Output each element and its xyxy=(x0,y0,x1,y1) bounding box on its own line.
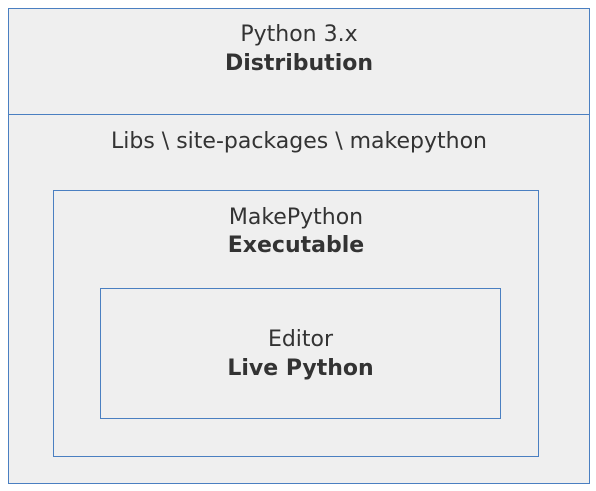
makepython-subtitle: Executable xyxy=(227,233,365,258)
libs-path-label: Libs \ site-packages \ makepython xyxy=(111,129,487,154)
distribution-title: Python 3.x xyxy=(240,22,358,47)
makepython-title: MakePython xyxy=(228,205,364,230)
editor-subtitle: Live Python xyxy=(227,356,374,381)
editor-live-python-box: Editor Live Python xyxy=(100,288,501,419)
distribution-subtitle: Distribution xyxy=(224,51,374,76)
section-divider xyxy=(8,114,590,115)
editor-title: Editor xyxy=(267,327,334,352)
